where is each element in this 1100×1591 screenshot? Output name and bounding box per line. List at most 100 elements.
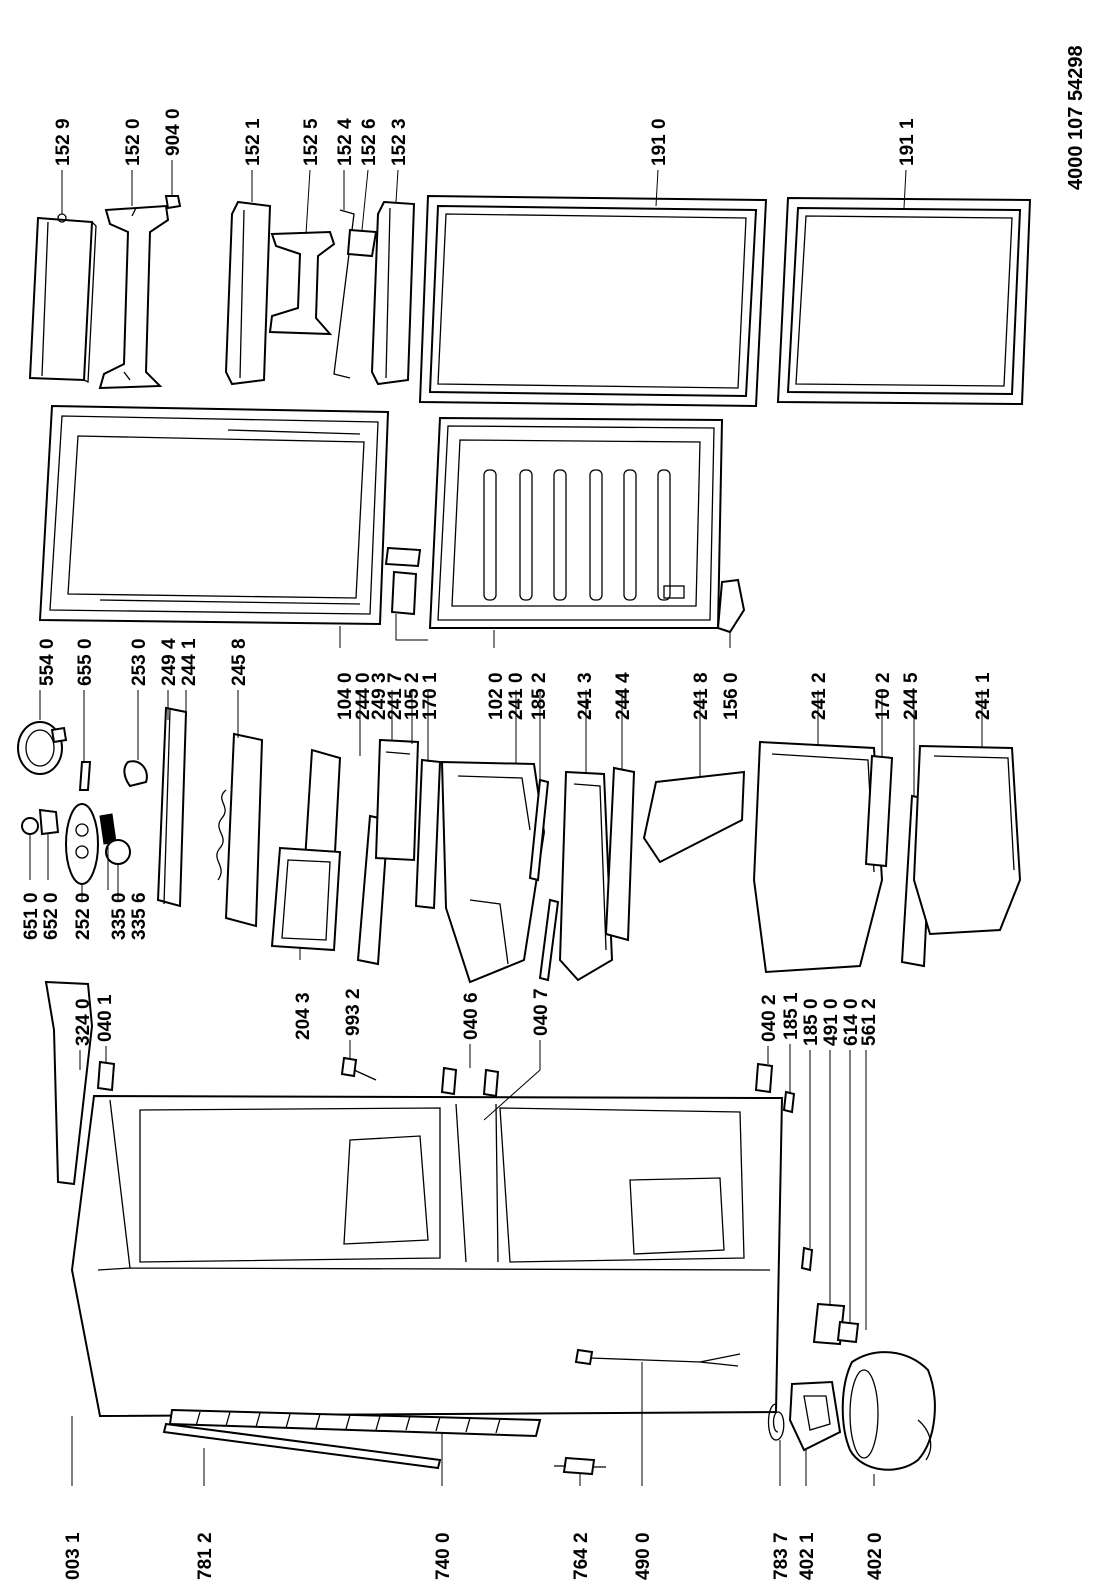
glass-shelf-244-1 (156, 706, 188, 908)
label-185-1: 185 1 (781, 992, 802, 1040)
label-245-8: 245 8 (229, 638, 250, 686)
label-170-1: 170 1 (420, 672, 441, 720)
label-904-0: 904 0 (163, 108, 184, 156)
shelf-241-8 (642, 770, 746, 864)
label-244-5: 244 5 (901, 672, 922, 720)
label-993-2: 993 2 (343, 988, 364, 1036)
condenser-740-0 (168, 1408, 542, 1438)
label-241-1: 241 1 (973, 672, 994, 720)
lamp-655-0 (78, 761, 92, 791)
fridge-door-104-0 (38, 404, 390, 626)
label-102-0: 102 0 (486, 672, 507, 720)
door-rack-152-9 (28, 213, 97, 384)
label-335-6: 335 6 (129, 892, 150, 940)
label-335-0: 335 0 (109, 892, 130, 940)
clips-185-0 (782, 1090, 814, 1272)
label-244-0: 244 0 (353, 672, 374, 720)
label-152-6: 152 6 (359, 118, 380, 166)
door-rack-152-1 (224, 200, 272, 386)
label-152-1: 152 1 (243, 118, 264, 166)
drawer-241-1 (912, 744, 1022, 936)
feet-156-0 (716, 578, 746, 634)
label-003-1: 003 1 (63, 1532, 84, 1580)
label-783-7: 783 7 (771, 1532, 792, 1580)
clip-783-7 (767, 1403, 785, 1441)
light-housing-252-0 (65, 803, 99, 885)
leader-lines (29, 160, 983, 1486)
label-402-1: 402 1 (797, 1532, 818, 1580)
label-170-2: 170 2 (873, 672, 894, 720)
drawer-241-3 (558, 770, 614, 982)
wire-rack-245-8 (216, 732, 264, 928)
glass-shelf-244-4 (604, 766, 636, 942)
label-241-2: 241 2 (809, 672, 830, 720)
label-490-0: 490 0 (633, 1532, 654, 1580)
label-651-0: 651 0 (21, 892, 42, 940)
thermostat-cover-554-0 (17, 721, 68, 775)
label-561-2: 561 2 (859, 998, 880, 1046)
label-241-7: 241 7 (385, 672, 406, 720)
part-labels: 152 9 152 0 904 0 152 1 152 5 152 4 152 … (21, 45, 1087, 1580)
crisper-cover-204-3 (270, 846, 342, 952)
drawer-105-2 (374, 738, 420, 862)
label-204-3: 204 3 (293, 992, 314, 1040)
cord-490-0 (574, 1348, 741, 1367)
bottle-holder-152-5 (268, 230, 336, 336)
label-152-4: 152 4 (335, 118, 356, 166)
filter-764-2 (554, 1456, 606, 1476)
label-152-9: 152 9 (53, 118, 74, 166)
thermostat-652-0 (38, 808, 60, 836)
label-185-2: 185 2 (529, 672, 550, 720)
bulb-651-0 (21, 817, 39, 835)
knob-253-0 (123, 760, 148, 788)
label-554-0: 554 0 (37, 638, 58, 686)
handle-040-7 (538, 898, 560, 982)
knob-335-0 (105, 839, 131, 865)
label-402-0: 402 0 (865, 1532, 886, 1580)
door-rack-152-3 (370, 200, 416, 386)
label-244-1: 244 1 (179, 638, 200, 686)
refrigerator-cabinet (70, 1094, 784, 1418)
drawer-241-2 (752, 740, 884, 974)
label-105-2: 105 2 (402, 672, 423, 720)
label-040-1: 040 1 (95, 994, 116, 1042)
label-241-8: 241 8 (691, 672, 712, 720)
label-156-0: 156 0 (721, 672, 742, 720)
gasket-191-1 (776, 196, 1032, 406)
label-040-2: 040 2 (759, 994, 780, 1042)
label-740-0: 740 0 (433, 1532, 454, 1580)
compressor-cover-402-1 (788, 1380, 842, 1452)
switch-993-2 (340, 1056, 377, 1081)
gasket-335-6 (99, 813, 117, 845)
evaporator-cover-781-2 (162, 1422, 442, 1470)
label-249-3: 249 3 (369, 672, 390, 720)
hinge-040-1 (96, 1060, 116, 1092)
drawer-241-0 (440, 760, 546, 984)
label-241-0: 241 0 (506, 672, 527, 720)
label-249-4: 249 4 (159, 638, 180, 686)
label-040-7: 040 7 (531, 988, 552, 1036)
divider-152-4 (333, 209, 355, 379)
label-655-0: 655 0 (75, 638, 96, 686)
label-324-0: 324 0 (73, 998, 94, 1046)
relay-491-0 (812, 1302, 860, 1346)
door-rack-152-0 (98, 204, 170, 390)
gasket-191-0 (418, 194, 768, 408)
label-152-5: 152 5 (301, 118, 322, 166)
label-764-2: 764 2 (571, 1532, 592, 1580)
freezer-door-102-0 (428, 416, 724, 629)
label-253-0: 253 0 (129, 638, 150, 686)
label-152-3: 152 3 (389, 118, 410, 166)
label-241-3: 241 3 (575, 672, 596, 720)
label-614-0: 614 0 (841, 998, 862, 1046)
clip-152-6 (346, 228, 378, 258)
label-781-2: 781 2 (195, 1532, 216, 1580)
flap-170-2 (864, 754, 894, 868)
label-652-0: 652 0 (41, 892, 62, 940)
label-491-0: 491 0 (821, 998, 842, 1046)
hinge-parts-244-0 (384, 546, 422, 616)
label-185-0: 185 0 (801, 998, 822, 1046)
label-252-0: 252 0 (73, 892, 94, 940)
label-104-0: 104 0 (335, 672, 356, 720)
